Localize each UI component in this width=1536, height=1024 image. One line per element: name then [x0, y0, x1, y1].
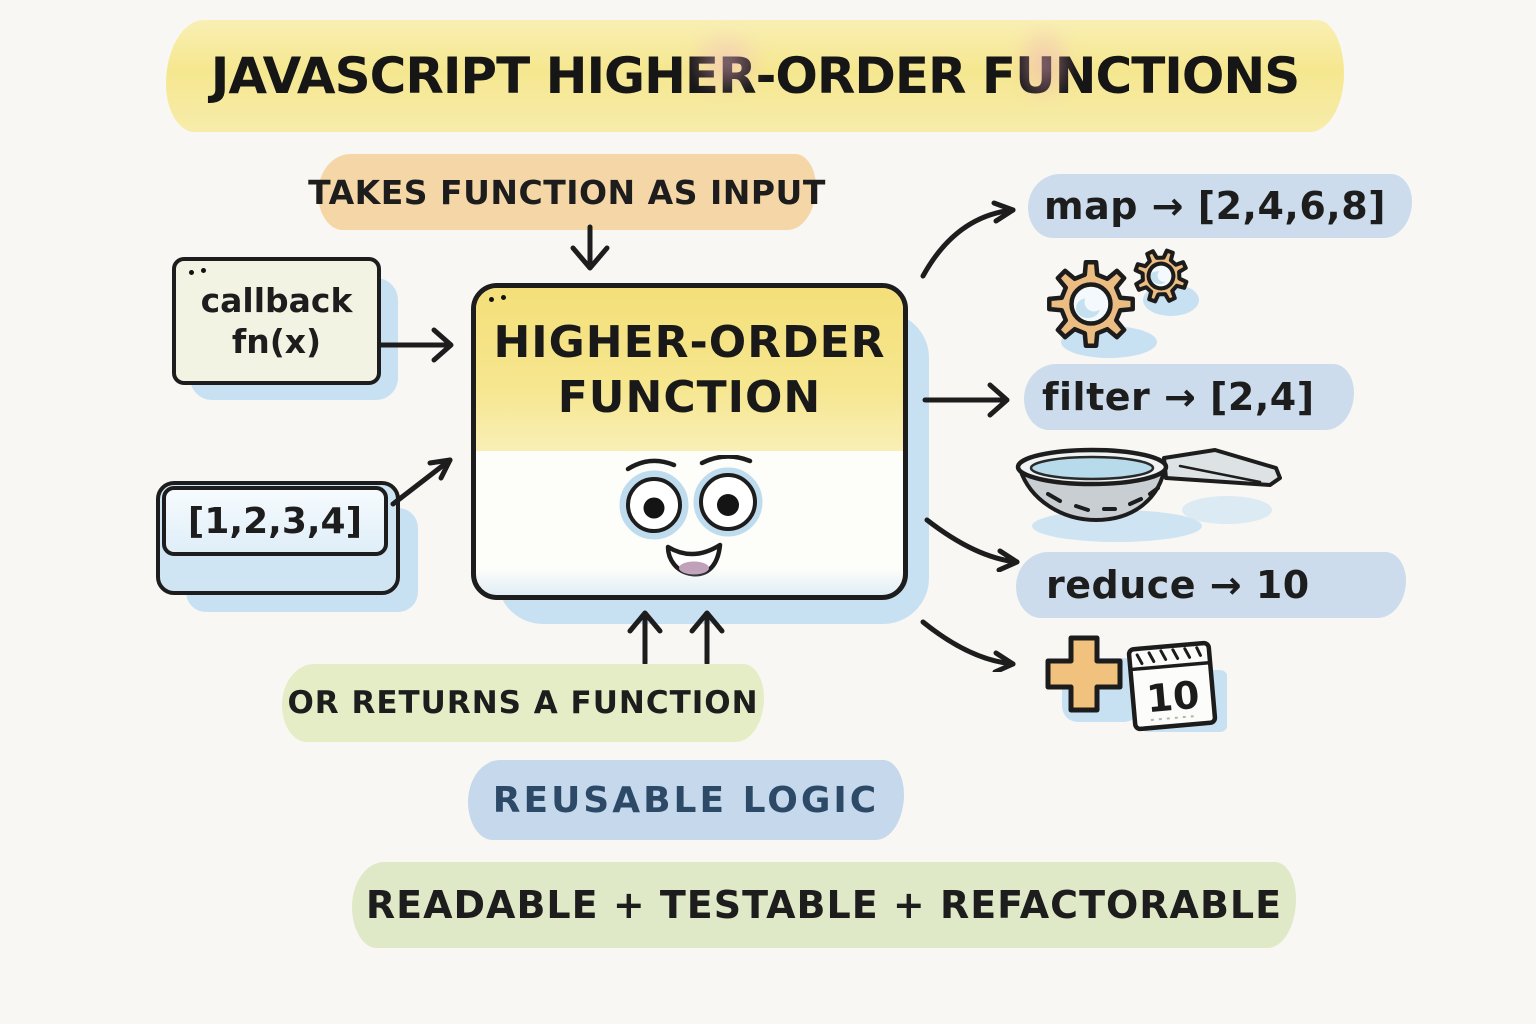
- curved-arrow-to-reduce-icon: [924, 517, 1020, 572]
- reduce-output-label: reduce → 10: [1046, 563, 1310, 607]
- hof-title-area: HIGHER-ORDER FUNCTION: [476, 288, 903, 451]
- diagonal-arrow-icon: [390, 457, 453, 507]
- qualities-label: READABLE + TESTABLE + REFACTORABLE: [365, 883, 1283, 927]
- or-returns-note: OR RETURNS A FUNCTION: [282, 664, 764, 742]
- gears-icon: [1035, 238, 1199, 358]
- calendar-value: 10: [1145, 673, 1202, 721]
- callback-input-box: callback fn(x): [172, 257, 381, 385]
- map-output-label: map → [2,4,6,8]: [1044, 184, 1387, 228]
- pink-smudge: [1012, 22, 1076, 106]
- reduce-output-highlight: reduce → 10: [1016, 552, 1406, 618]
- array-input-box: [1,2,3,4]: [156, 481, 400, 595]
- arrow-to-filter-icon: [922, 382, 1010, 418]
- plus-icon: [1045, 635, 1123, 713]
- sketch-dots: [489, 297, 494, 302]
- title-highlight: JAVASCRIPT HIGHER-ORDER FUNCTIONS: [166, 20, 1344, 132]
- reusable-logic-note: REUSABLE LOGIC: [468, 760, 904, 840]
- higher-order-function-box: HIGHER-ORDER FUNCTION: [471, 283, 908, 600]
- sketch-dots: [189, 270, 194, 275]
- map-output-highlight: map → [2,4,6,8]: [1028, 174, 1412, 238]
- up-arrow-icon: [689, 610, 725, 666]
- down-arrow-icon: [570, 224, 610, 271]
- up-arrow-icon: [627, 610, 663, 666]
- curved-arrow-to-plus-icon: [920, 619, 1016, 672]
- takes-input-label: TAKES FUNCTION AS INPUT: [308, 172, 826, 212]
- watercolor-wash: [476, 569, 903, 595]
- plus-calendar-icon: 10: [1045, 635, 1227, 732]
- qualities-note: READABLE + TESTABLE + REFACTORABLE: [352, 862, 1296, 948]
- pink-smudge: [686, 26, 766, 98]
- takes-input-note: TAKES FUNCTION AS INPUT: [308, 154, 825, 230]
- array-value: [1,2,3,4]: [187, 500, 363, 542]
- filter-output-highlight: filter → [2,4]: [1024, 364, 1354, 430]
- hof-title-line1: HIGHER-ORDER: [493, 316, 886, 368]
- curved-arrow-to-map-icon: [920, 200, 1016, 279]
- array-input-card: [1,2,3,4]: [162, 486, 388, 556]
- right-arrow-icon: [378, 327, 454, 363]
- callback-signature: fn(x): [231, 322, 322, 361]
- filter-output-label: filter → [2,4]: [1042, 375, 1315, 419]
- hof-title-line2: FUNCTION: [557, 371, 822, 423]
- calendar-icon: 10: [1126, 640, 1218, 732]
- callback-label: callback: [200, 280, 353, 320]
- strainer-icon: [1015, 447, 1282, 542]
- reusable-logic-label: REUSABLE LOGIC: [492, 779, 880, 821]
- smiley-face-icon: [619, 455, 763, 577]
- or-returns-label: OR RETURNS A FUNCTION: [287, 685, 759, 721]
